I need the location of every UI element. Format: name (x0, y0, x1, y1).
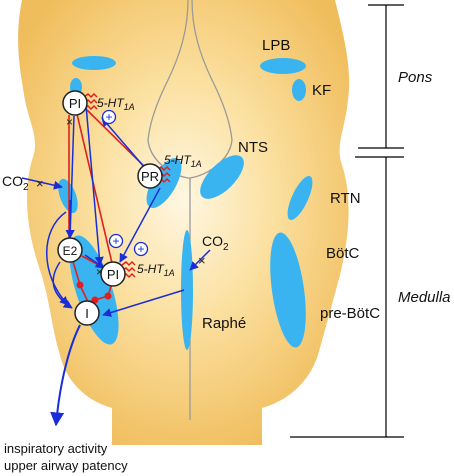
nucleus-lpb (260, 58, 306, 74)
medulla-bracket (290, 156, 404, 438)
receptor-label-pr: 5-HT1A (164, 153, 202, 169)
svg-text:PI: PI (69, 96, 81, 111)
label-lpb: LPB (262, 37, 290, 54)
co2-right-label: CO2 (202, 233, 229, 253)
neuron-i: I (74, 300, 100, 326)
inhibition-mark-e2: × (96, 265, 103, 279)
inhibitory-terminals (76, 281, 112, 304)
svg-text:+: + (112, 234, 119, 248)
pons-bracket (358, 4, 404, 149)
co2-left-block: × (36, 176, 44, 191)
nucleus-kf (292, 79, 306, 101)
label-prebotc: pre-BötC (320, 305, 380, 322)
svg-text:PI: PI (107, 267, 119, 282)
nucleus-raphe (181, 230, 193, 350)
nucleus-rtn (287, 175, 313, 221)
inhibition-mark-pi: × (66, 115, 73, 129)
nucleus-botc (270, 232, 306, 348)
neuron-pr: PR (137, 163, 163, 189)
label-rtn: RTN (330, 190, 361, 207)
label-medulla: Medulla (398, 289, 451, 306)
svg-text:+: + (105, 110, 112, 124)
svg-text:I: I (85, 306, 89, 321)
output-line-2: upper airway patency (4, 458, 128, 473)
output-line-1: inspiratory activity (4, 441, 108, 456)
excitatory-connections (21, 104, 211, 427)
plus-markers: + + + (101, 109, 149, 257)
label-nts: NTS (238, 139, 268, 156)
svg-text:PR: PR (141, 169, 159, 184)
label-raphe: Raphé (202, 315, 246, 332)
co2-right-block: × (198, 253, 206, 268)
nucleus-nts-right (200, 155, 244, 199)
nucleus-left-dorsal (58, 178, 78, 214)
co2-left-label: CO2 (2, 173, 29, 193)
nucleus-left-ventral (69, 235, 119, 345)
neuron-pi-mid: PI (100, 261, 126, 287)
svg-text:+: + (137, 242, 144, 256)
svg-text:E2: E2 (63, 244, 78, 258)
neuron-pi-top: PI (62, 90, 88, 116)
neuron-e2: E2 (57, 237, 83, 263)
nucleus-pons-left (72, 56, 116, 70)
label-kf: KF (312, 82, 331, 99)
label-pons: Pons (398, 69, 433, 86)
label-botc: BötC (326, 245, 360, 262)
receptor-label-pi-top: 5-HT1A (97, 96, 135, 112)
receptor-label-pi-mid: 5-HT1A (137, 262, 175, 278)
